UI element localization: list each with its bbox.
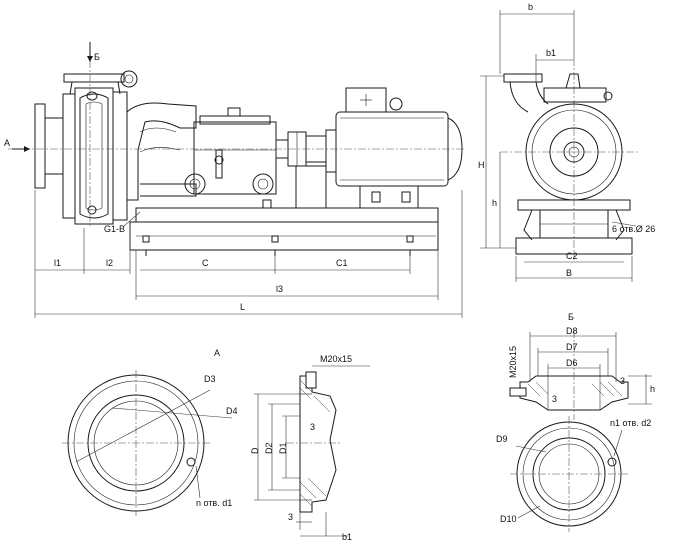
arrow-b-label: Б xyxy=(94,52,100,62)
dim-three-a: 3 xyxy=(310,422,315,432)
end-view-dimensions xyxy=(480,10,637,282)
dim-h-small: h xyxy=(492,198,497,208)
view-a xyxy=(62,370,233,516)
dim-three-b: 3 xyxy=(288,512,293,522)
dim-c1: С1 xyxy=(336,258,348,268)
dim-d6: D6 xyxy=(566,358,578,368)
n-holes-label: n отв. d1 xyxy=(196,498,232,508)
dim-d1-section: D1 xyxy=(278,442,288,454)
dim-l1: l1 xyxy=(54,258,61,268)
view-a-title: А xyxy=(214,348,220,358)
holes-base-label: 6 отв.Ø 26 xyxy=(612,224,655,234)
dim-d2-section: D2 xyxy=(264,442,274,454)
dim-l2: l2 xyxy=(106,258,113,268)
drawing-labels: А Б G1-В l1 l2 С С1 l3 L b b1 H h 6 отв.… xyxy=(4,2,655,542)
dim-three-c: 3 xyxy=(552,394,557,404)
view-b-section xyxy=(509,330,652,420)
flange-section xyxy=(254,365,370,537)
dim-d10: D10 xyxy=(500,514,517,524)
dim-d3: D3 xyxy=(204,374,216,384)
dim-h-big: H xyxy=(478,160,485,170)
dim-b-base: B xyxy=(566,268,572,278)
n1-holes-label: n1 отв. d2 xyxy=(610,418,651,428)
view-b-title: Б xyxy=(568,312,574,322)
thread-top-label: М20х15 xyxy=(320,354,352,364)
dim-b-top: b xyxy=(528,2,533,12)
dim-d4: D4 xyxy=(226,406,238,416)
dim-l: L xyxy=(240,302,245,312)
dim-l3: l3 xyxy=(276,284,283,294)
dim-d-section: D xyxy=(250,447,260,454)
dim-d9: D9 xyxy=(496,434,508,444)
dim-c2: С2 xyxy=(566,251,578,261)
side-view xyxy=(8,42,466,256)
dim-three-d: 3 xyxy=(620,376,625,386)
dim-d8: D8 xyxy=(566,326,578,336)
dim-b1: b1 xyxy=(546,48,556,58)
flange-label: G1-В xyxy=(104,224,125,234)
thread-side-label: М20х15 xyxy=(508,346,518,378)
dim-d7: D7 xyxy=(566,342,578,352)
view-b-plan xyxy=(510,416,628,532)
side-view-dimensions xyxy=(34,190,463,318)
end-view xyxy=(500,58,640,260)
dim-h-b: h xyxy=(650,384,655,394)
dim-c: С xyxy=(202,258,209,268)
dim-b1-section: b1 xyxy=(342,532,352,542)
arrow-a-label: А xyxy=(4,138,10,148)
